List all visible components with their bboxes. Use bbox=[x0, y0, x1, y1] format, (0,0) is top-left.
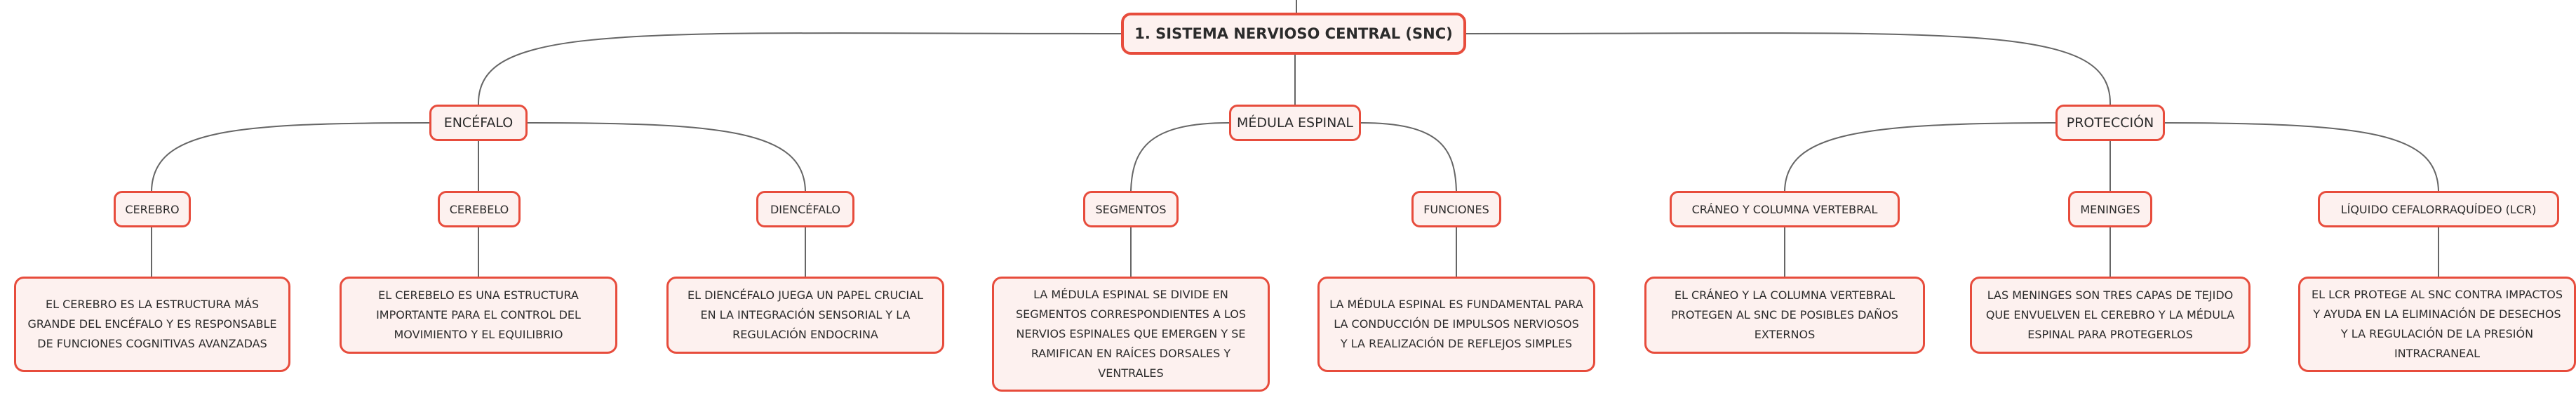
node-label: CRÁNEO Y COLUMNA VERTEBRAL bbox=[1691, 202, 1878, 216]
branch-label: ENCÉFALO bbox=[443, 115, 514, 131]
node-funciones[interactable]: FUNCIONES bbox=[1411, 191, 1501, 227]
node-liquido-cefalorraquideo[interactable]: LÍQUIDO CEFALORRAQUÍDEO (LCR) bbox=[2318, 191, 2559, 227]
leaf-liquido-cefalorraquideo[interactable]: EL LCR PROTEGE AL SNC CONTRA IMPACTOS Y … bbox=[2298, 277, 2576, 372]
leaf-segmentos[interactable]: LA MÉDULA ESPINAL SE DIVIDE EN SEGMENTOS… bbox=[992, 277, 1270, 392]
branch-label: PROTECCIÓN bbox=[2066, 115, 2154, 131]
node-diencefalo[interactable]: DIENCÉFALO bbox=[756, 191, 854, 227]
leaf-diencefalo[interactable]: EL DIENCÉFALO JUEGA UN PAPEL CRUCIAL EN … bbox=[666, 277, 944, 354]
leaf-cerebelo[interactable]: EL CEREBELO ES UNA ESTRUCTURA IMPORTANTE… bbox=[340, 277, 617, 354]
connector-encefalo-cerebro bbox=[151, 122, 430, 192]
connector-proteccion-lcr bbox=[2159, 122, 2439, 192]
connector-root-proteccion bbox=[1465, 32, 2112, 105]
connector-medula-segmentos bbox=[1130, 122, 1230, 192]
node-segmentos[interactable]: SEGMENTOS bbox=[1083, 191, 1179, 227]
leaf-text: EL CEREBELO ES UNA ESTRUCTURA IMPORTANTE… bbox=[376, 288, 581, 341]
leaf-text: LAS MENINGES SON TRES CAPAS DE TEJIDO QU… bbox=[1985, 288, 2235, 341]
branch-label: MÉDULA ESPINAL bbox=[1237, 115, 1353, 131]
leaf-meninges[interactable]: LAS MENINGES SON TRES CAPAS DE TEJIDO QU… bbox=[1970, 277, 2250, 354]
connector-root-encefalo bbox=[477, 32, 1122, 105]
leaf-text: EL LCR PROTEGE AL SNC CONTRA IMPACTOS Y … bbox=[2311, 288, 2563, 360]
branch-proteccion[interactable]: PROTECCIÓN bbox=[2055, 105, 2165, 141]
leaf-text: EL CEREBRO ES LA ESTRUCTURA MÁS GRANDE D… bbox=[27, 298, 277, 350]
node-label: CEREBRO bbox=[125, 202, 180, 216]
leaf-text: LA MÉDULA ESPINAL SE DIVIDE EN SEGMENTOS… bbox=[1016, 288, 1246, 380]
node-label: MENINGES bbox=[2080, 202, 2140, 216]
leaf-funciones[interactable]: LA MÉDULA ESPINAL ES FUNDAMENTAL PARA LA… bbox=[1317, 277, 1595, 372]
leaf-text: EL CRÁNEO Y LA COLUMNA VERTEBRAL PROTEGE… bbox=[1671, 288, 1898, 341]
leaf-craneo-columna[interactable]: EL CRÁNEO Y LA COLUMNA VERTEBRAL PROTEGE… bbox=[1644, 277, 1925, 354]
node-label: SEGMENTOS bbox=[1095, 202, 1167, 216]
node-label: DIENCÉFALO bbox=[770, 202, 840, 216]
root-label: 1. SISTEMA NERVIOSO CENTRAL (SNC) bbox=[1134, 25, 1453, 42]
node-cerebelo[interactable]: CEREBELO bbox=[438, 191, 521, 227]
node-label: LÍQUIDO CEFALORRAQUÍDEO (LCR) bbox=[2340, 202, 2537, 216]
connector-medula-funciones bbox=[1360, 122, 1457, 192]
node-label: FUNCIONES bbox=[1423, 202, 1489, 216]
connector-proteccion-craneo bbox=[1784, 122, 2062, 192]
leaf-text: LA MÉDULA ESPINAL ES FUNDAMENTAL PARA LA… bbox=[1329, 298, 1583, 350]
node-cerebro[interactable]: CEREBRO bbox=[114, 191, 191, 227]
connector-encefalo-diencefalo bbox=[527, 122, 806, 192]
leaf-text: EL DIENCÉFALO JUEGA UN PAPEL CRUCIAL EN … bbox=[687, 288, 924, 341]
leaf-cerebro[interactable]: EL CEREBRO ES LA ESTRUCTURA MÁS GRANDE D… bbox=[14, 277, 290, 372]
node-meninges[interactable]: MENINGES bbox=[2068, 191, 2152, 227]
root-node[interactable]: 1. SISTEMA NERVIOSO CENTRAL (SNC) bbox=[1121, 13, 1466, 55]
branch-medula-espinal[interactable]: MÉDULA ESPINAL bbox=[1229, 105, 1361, 141]
node-craneo-columna[interactable]: CRÁNEO Y COLUMNA VERTEBRAL bbox=[1670, 191, 1900, 227]
branch-encefalo[interactable]: ENCÉFALO bbox=[429, 105, 528, 141]
node-label: CEREBELO bbox=[449, 202, 509, 216]
